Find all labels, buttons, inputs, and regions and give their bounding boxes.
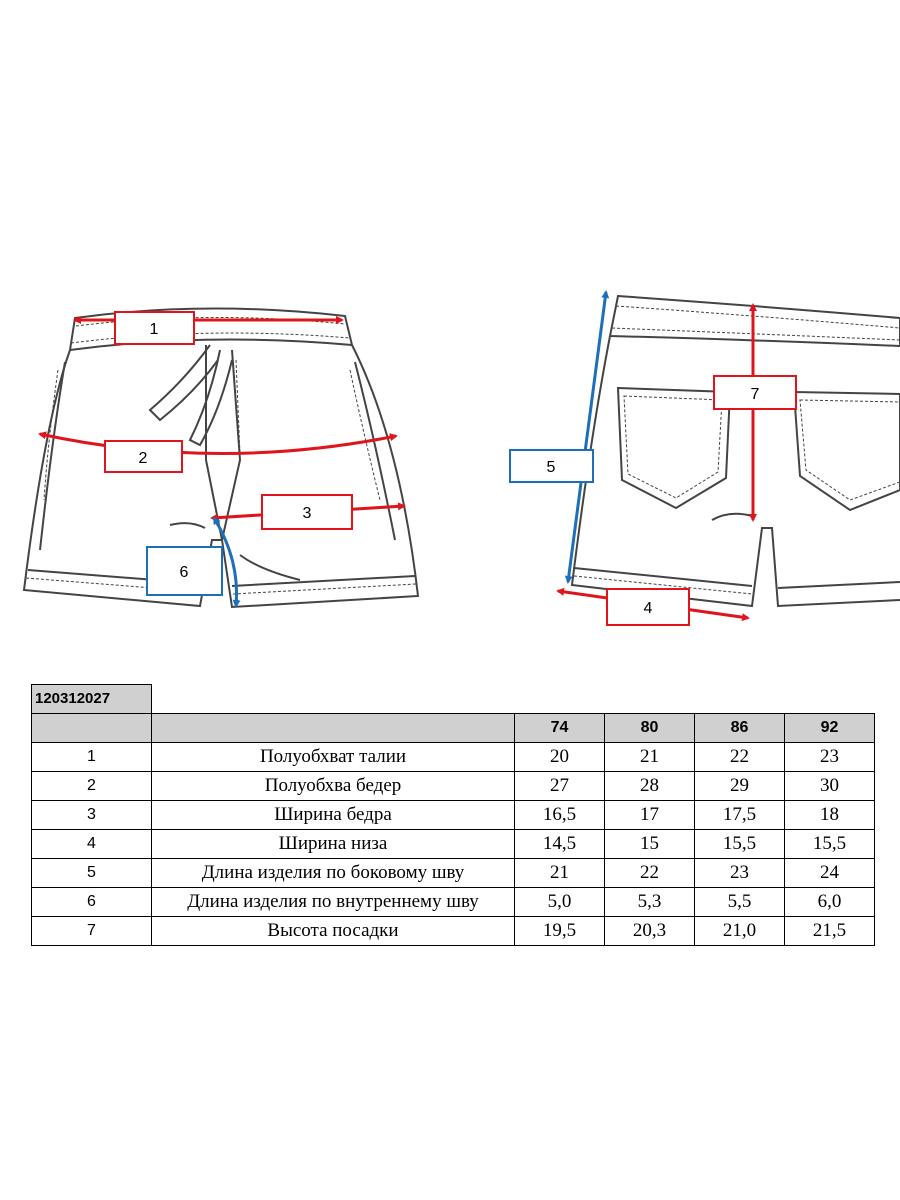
measurement-value: 15 <box>604 828 695 859</box>
svg-text:3: 3 <box>303 505 312 522</box>
article-code: 120312027 <box>31 684 152 714</box>
svg-text:1: 1 <box>150 321 159 338</box>
measurement-value: 29 <box>694 770 785 801</box>
measurement-name: Длина изделия по боковому шву <box>151 857 515 888</box>
callout-5: 5 <box>509 449 594 483</box>
svg-text:4: 4 <box>644 600 653 617</box>
arrow-2 <box>38 431 398 455</box>
measurement-value: 17 <box>604 799 695 830</box>
row-number: 5 <box>31 857 152 888</box>
measurement-name: Полуобхва бедер <box>151 770 515 801</box>
measurement-name: Полуобхват талии <box>151 741 515 772</box>
measurement-value: 19,5 <box>514 915 605 946</box>
measurement-value: 30 <box>784 770 875 801</box>
size-header: 86 <box>694 712 785 743</box>
measurement-value: 18 <box>784 799 875 830</box>
measurement-value: 20,3 <box>604 915 695 946</box>
svg-text:5: 5 <box>547 459 556 476</box>
svg-text:7: 7 <box>751 386 760 403</box>
callout-2: 2 <box>104 440 183 473</box>
measurement-name: Высота посадки <box>151 915 515 946</box>
arrow-6 <box>212 516 241 608</box>
callout-4: 4 <box>606 588 690 626</box>
measurement-value: 27 <box>514 770 605 801</box>
measurement-value: 14,5 <box>514 828 605 859</box>
measurement-value: 5,0 <box>514 886 605 917</box>
row-number: 7 <box>31 915 152 946</box>
row-number: 1 <box>31 741 152 772</box>
measurement-value: 6,0 <box>784 886 875 917</box>
callout-3: 3 <box>261 494 353 530</box>
size-header: 80 <box>604 712 695 743</box>
back-shorts-sketch <box>570 294 900 608</box>
row-number: 2 <box>31 770 152 801</box>
measurement-value: 17,5 <box>694 799 785 830</box>
measurement-name: Длина изделия по внутреннему шву <box>151 886 515 917</box>
measurement-value: 28 <box>604 770 695 801</box>
measurement-value: 21,0 <box>694 915 785 946</box>
size-header-row: 74 80 86 92 <box>31 712 875 743</box>
measurement-value: 21 <box>514 857 605 888</box>
measurement-value: 22 <box>694 741 785 772</box>
row-number: 4 <box>31 828 152 859</box>
callout-6: 6 <box>146 546 223 596</box>
size-header: 92 <box>784 712 875 743</box>
row-number: 3 <box>31 799 152 830</box>
measurement-value: 15,5 <box>694 828 785 859</box>
measurement-value: 5,5 <box>694 886 785 917</box>
callout-7: 7 <box>713 375 797 410</box>
row-number: 6 <box>31 886 152 917</box>
measurement-value: 24 <box>784 857 875 888</box>
measurement-value: 23 <box>694 857 785 888</box>
size-header: 74 <box>514 712 605 743</box>
measurement-name: Ширина низа <box>151 828 515 859</box>
measurement-value: 22 <box>604 857 695 888</box>
measurement-name: Ширина бедра <box>151 799 515 830</box>
callout-1: 1 <box>114 311 195 345</box>
svg-text:2: 2 <box>139 450 148 467</box>
measurement-value: 16,5 <box>514 799 605 830</box>
svg-text:6: 6 <box>180 564 189 581</box>
measurement-value: 15,5 <box>784 828 875 859</box>
measurement-value: 21 <box>604 741 695 772</box>
measurement-value: 20 <box>514 741 605 772</box>
measurement-value: 21,5 <box>784 915 875 946</box>
measurement-value: 5,3 <box>604 886 695 917</box>
measurement-value: 23 <box>784 741 875 772</box>
shorts-measurement-diagram: 1 2 3 4 5 6 7 <box>22 290 900 626</box>
arrow-5 <box>564 290 610 584</box>
